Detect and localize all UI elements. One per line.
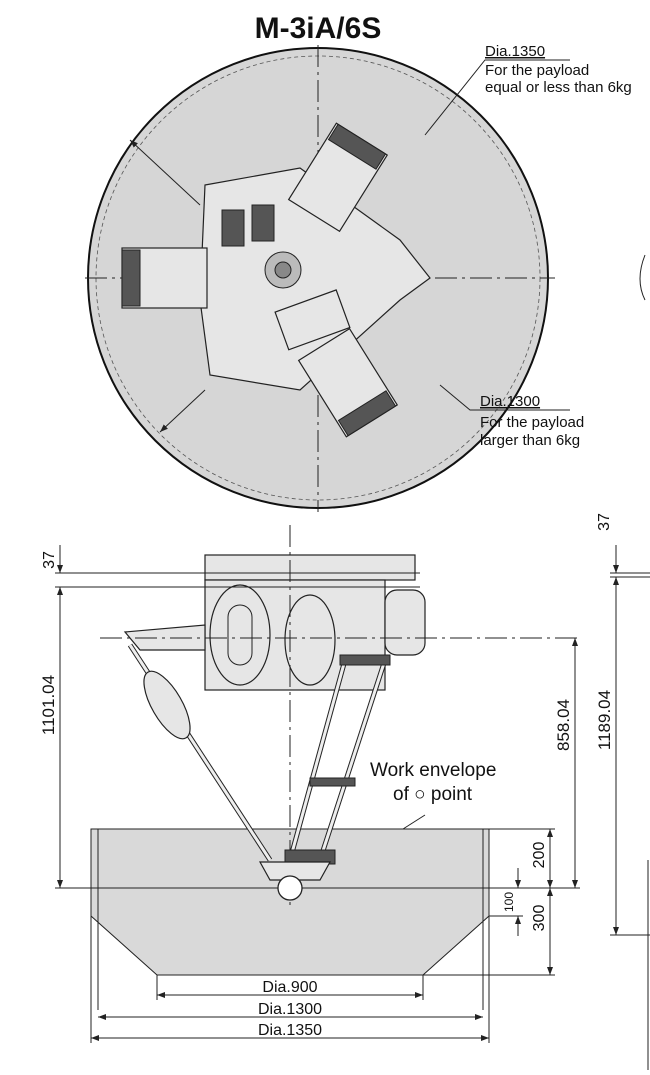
- top-view: Dia.1350 For the payload equal or less t…: [85, 43, 646, 512]
- dim-858: 858.04: [554, 699, 573, 751]
- work-envelope-label-1: Work envelope: [370, 760, 496, 781]
- inner-dia-note-2: larger than 6kg: [480, 432, 580, 449]
- dim-37-left: 37: [41, 551, 58, 569]
- inner-dia-label: Dia.1300: [480, 393, 540, 410]
- top-plate: [204, 554, 416, 581]
- tool-center-point: [277, 875, 303, 901]
- dia-1300: Dia.1300: [258, 1001, 322, 1018]
- dim-1101: 1101.04: [39, 675, 58, 735]
- arm-lower-right: [297, 327, 399, 438]
- outer-dia-note-1: For the payload: [485, 62, 589, 79]
- outer-dia-label: Dia.1350: [485, 43, 545, 60]
- dim-200: 200: [531, 842, 548, 869]
- arm-upper-right: [287, 122, 389, 233]
- dia-900: Dia.900: [262, 979, 317, 996]
- dim-1189: 1189.04: [595, 690, 614, 750]
- outer-dia-note-2: equal or less than 6kg: [485, 79, 632, 96]
- work-envelope-label-2: of ○ point: [393, 784, 473, 805]
- dim-300: 300: [531, 905, 548, 932]
- drawing-title: M-3iA/6S: [255, 12, 382, 45]
- dim-100: 100: [502, 892, 516, 912]
- side-view: 37 1101.04 858.04 200 300 100 37 1189.04…: [39, 513, 650, 1070]
- dim-37-right: 37: [596, 513, 613, 531]
- arm-left: [121, 247, 208, 309]
- dia-1350: Dia.1350: [258, 1022, 322, 1039]
- inner-dia-note-1: For the payload: [480, 414, 584, 431]
